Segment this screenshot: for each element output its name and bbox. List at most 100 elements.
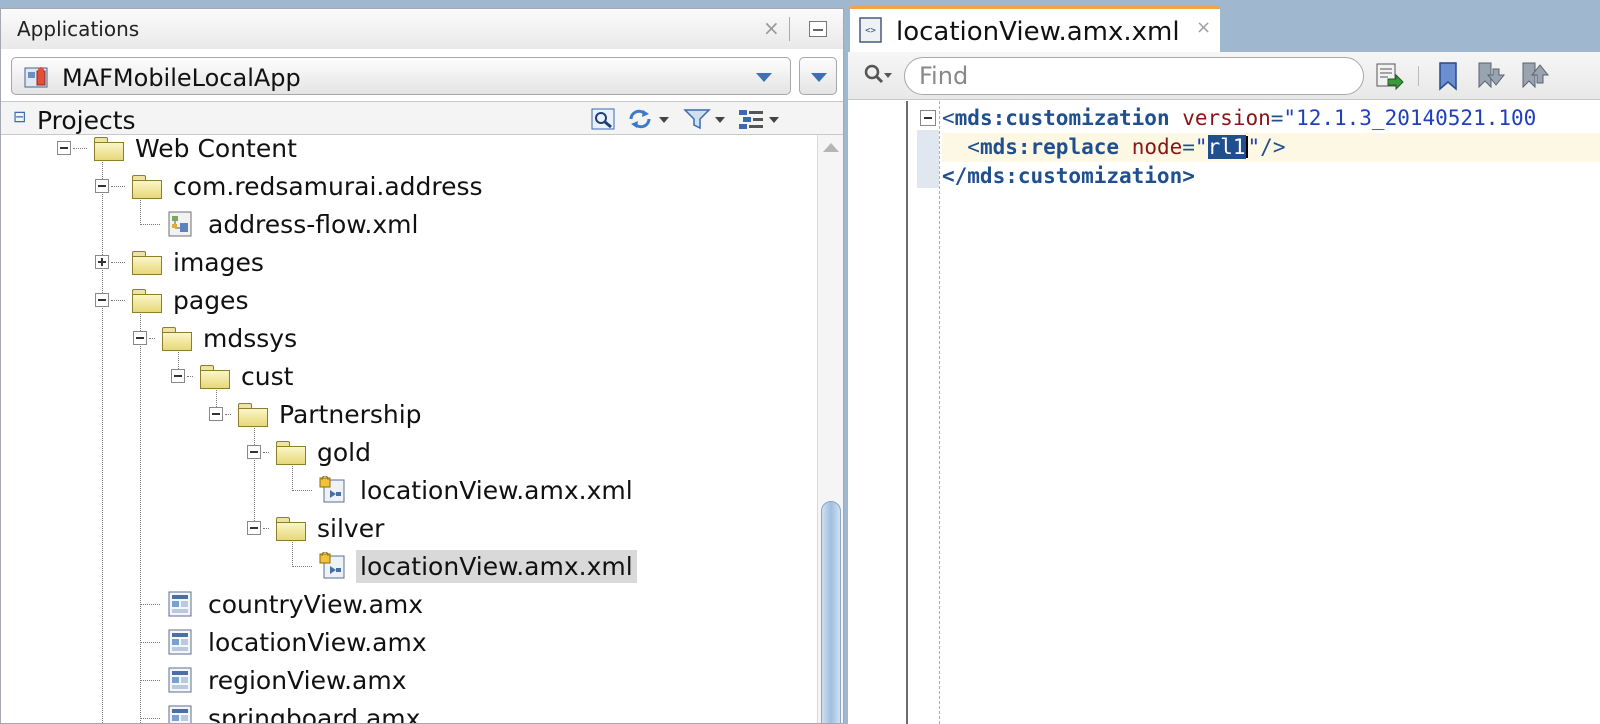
- minimize-icon[interactable]: [809, 21, 827, 37]
- code-token: ": [1194, 135, 1208, 159]
- tree-item-web-content[interactable]: Web Content: [57, 135, 301, 165]
- code-indent: [942, 135, 967, 159]
- collapse-toggle-icon[interactable]: [247, 445, 261, 459]
- search-icon[interactable]: [591, 108, 615, 130]
- folder-icon: [161, 326, 192, 351]
- collapse-toggle-icon[interactable]: [171, 369, 185, 383]
- tree-item-label: address-flow.xml: [208, 209, 419, 239]
- chevron-down-icon: [756, 73, 772, 82]
- tree-connector: [292, 489, 312, 491]
- tree-item-regionview-amx[interactable]: regionView.amx: [140, 663, 411, 697]
- fold-toggle-icon[interactable]: [920, 110, 936, 126]
- tree-item-silver-locationview-amx-xml[interactable]: locationView.amx.xml: [292, 549, 637, 583]
- tree-item-label: locationView.amx.xml: [360, 475, 633, 505]
- collapse-toggle-icon[interactable]: [95, 293, 109, 307]
- folder-icon: [131, 250, 162, 275]
- tree-item-silver[interactable]: silver: [247, 511, 388, 545]
- bookmark-icon[interactable]: [1436, 61, 1460, 91]
- folder-icon: [275, 440, 306, 465]
- find-input[interactable]: [904, 57, 1364, 95]
- code-token: mds:customization: [954, 106, 1170, 130]
- collapse-toggle-icon[interactable]: [209, 407, 223, 421]
- tree-item-springboard-amx[interactable]: springboard.amx: [140, 701, 424, 723]
- application-name: MAFMobileLocalApp: [62, 64, 301, 92]
- tree-item-address-flow-xml[interactable]: address-flow.xml: [140, 207, 422, 241]
- tree-item-locationview-amx[interactable]: locationView.amx: [140, 625, 431, 659]
- tree-guide: [140, 193, 141, 223]
- folder-icon: [237, 402, 268, 427]
- code-editor[interactable]: <mds:customization version="12.1.3_20140…: [942, 104, 1600, 724]
- code-token: mds:replace: [979, 135, 1120, 159]
- tree-scrollbar[interactable]: [817, 135, 843, 723]
- tree-item-label: gold: [317, 437, 371, 467]
- close-icon[interactable]: ×: [1196, 17, 1212, 38]
- folder-icon: [131, 288, 162, 313]
- tree-item-images[interactable]: images: [95, 245, 268, 279]
- tree-guide: [292, 459, 293, 489]
- collapse-icon[interactable]: ⊟: [13, 107, 27, 126]
- editor-toolbar: [848, 52, 1600, 100]
- goto-line-icon[interactable]: [1374, 61, 1404, 91]
- tree-item-pages[interactable]: pages: [95, 283, 252, 317]
- tree-item-gold[interactable]: gold: [247, 435, 375, 469]
- collapse-toggle-icon[interactable]: [95, 179, 109, 193]
- code-line-current: <mds:replace node="rl1"/>: [942, 133, 1600, 162]
- customization-file-icon: [319, 476, 345, 503]
- applications-panel-header: Applications ×: [1, 9, 843, 49]
- tree-connector: [225, 413, 231, 415]
- scrollbar-thumb[interactable]: [821, 501, 841, 723]
- tree-item-label: Partnership: [279, 399, 422, 429]
- tree-item-gold-locationview-amx-xml[interactable]: locationView.amx.xml: [292, 473, 637, 507]
- code-line: <mds:customization version="12.1.3_20140…: [942, 104, 1536, 133]
- tree-item-label: images: [173, 247, 264, 277]
- tree-guide: [178, 345, 179, 375]
- code-token: node: [1131, 135, 1183, 159]
- tree-item-countryview-amx[interactable]: countryView.amx: [140, 587, 427, 621]
- find-options-icon[interactable]: [862, 62, 896, 88]
- code-token: =: [1270, 106, 1284, 130]
- tree-connector: [149, 337, 155, 339]
- project-tree[interactable]: Web Content com.redsamurai.address addre…: [1, 135, 815, 723]
- tree-guide: [254, 421, 255, 527]
- code-token: =: [1182, 135, 1195, 159]
- scroll-up-icon[interactable]: [823, 143, 839, 152]
- tree-item-label: cust: [241, 361, 294, 391]
- code-token: <: [942, 106, 955, 130]
- projects-label[interactable]: Projects: [37, 106, 136, 135]
- tree-item-cust[interactable]: cust: [171, 359, 297, 393]
- sync-icon[interactable]: [627, 108, 671, 130]
- code-token: ": [1247, 135, 1261, 159]
- close-icon[interactable]: ×: [763, 16, 780, 40]
- amx-page-icon: [168, 591, 192, 617]
- tree-item-label: mdssys: [203, 323, 298, 353]
- tree-guide: [102, 155, 103, 723]
- tree-item-label: countryView.amx: [208, 589, 424, 619]
- tree-item-com-redsamurai-address[interactable]: com.redsamurai.address: [95, 169, 487, 203]
- tree-connector: [140, 641, 160, 643]
- folder-icon: [93, 136, 124, 161]
- gutter-divider: [939, 101, 940, 724]
- tree-item-partnership[interactable]: Partnership: [209, 397, 426, 431]
- tree-guide: [292, 535, 293, 565]
- applications-panel: Applications × MAFMobileLocalApp ⊟ Proje…: [0, 8, 844, 724]
- text-selection[interactable]: rl1: [1207, 135, 1246, 159]
- projects-header: ⊟ Projects: [1, 101, 843, 135]
- customization-file-icon: [319, 552, 345, 579]
- previous-bookmark-icon[interactable]: [1520, 61, 1550, 91]
- collapse-toggle-icon[interactable]: [247, 521, 261, 535]
- line-gutter: [906, 101, 939, 724]
- tree-connector: [140, 679, 160, 681]
- code-token: "12.1.3_20140521.100: [1283, 106, 1537, 130]
- filter-icon[interactable]: [683, 108, 727, 130]
- application-menu-button[interactable]: [799, 57, 837, 95]
- collapse-toggle-icon[interactable]: [57, 141, 71, 155]
- next-bookmark-icon[interactable]: [1476, 61, 1506, 91]
- editor-tab-locationview-amx-xml[interactable]: <> locationView.amx.xml ×: [850, 6, 1220, 52]
- xml-file-icon: <>: [859, 17, 882, 43]
- expand-toggle-icon[interactable]: [95, 255, 109, 269]
- toolbar-separator: [1418, 66, 1419, 86]
- collapse-toggle-icon[interactable]: [133, 331, 147, 345]
- application-selector[interactable]: MAFMobileLocalApp: [11, 57, 791, 95]
- options-icon[interactable]: [737, 108, 781, 130]
- tree-item-mdssys[interactable]: mdssys: [133, 321, 301, 355]
